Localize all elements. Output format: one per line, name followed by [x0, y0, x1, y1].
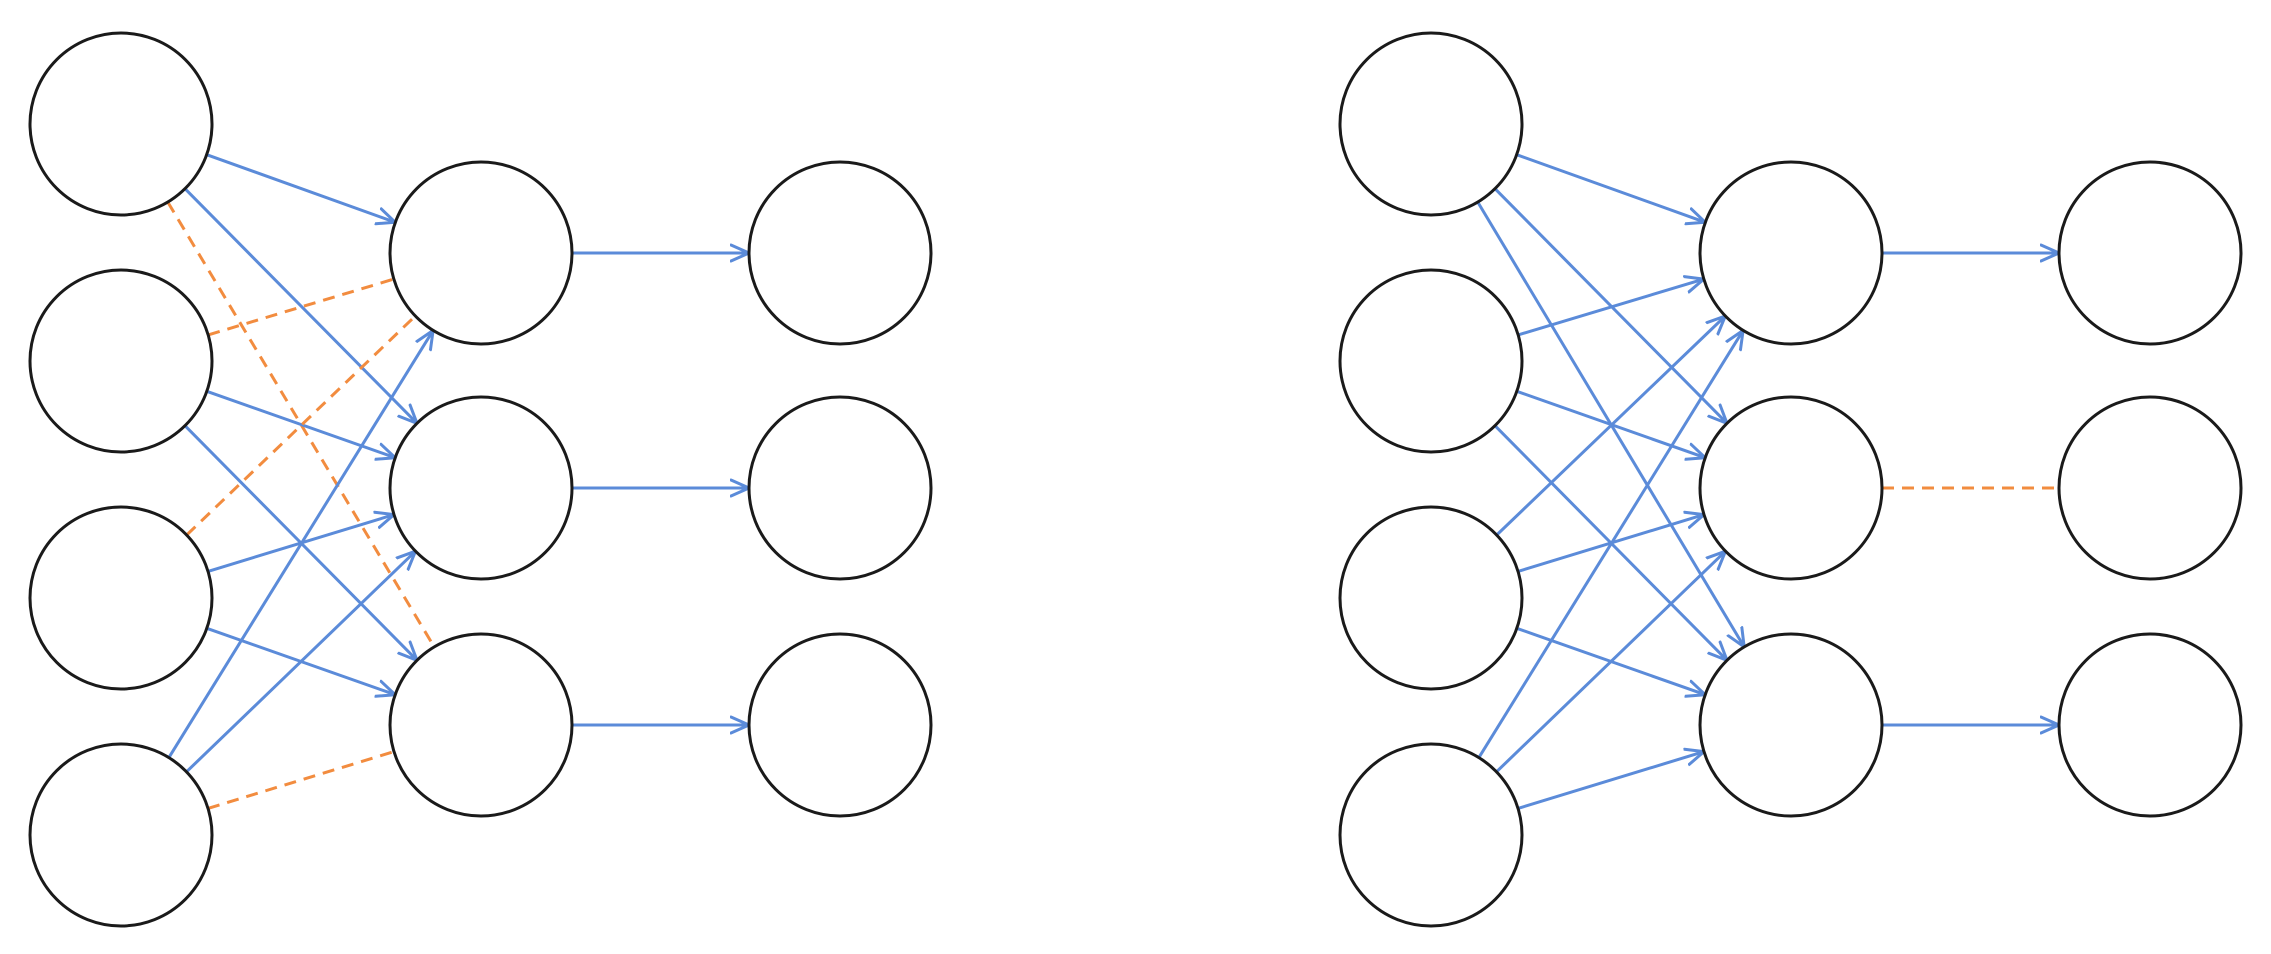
neuron-node [1698, 632, 1884, 818]
neuron-node [2057, 160, 2243, 346]
neuron-node [388, 160, 574, 346]
neuron-node [1698, 160, 1884, 346]
right-network [1338, 31, 2243, 928]
kept-edge-arrow [1516, 153, 1706, 223]
neuron-node [1698, 395, 1884, 581]
neuron-node [2057, 632, 2243, 818]
kept-edge-arrow [1517, 752, 1704, 810]
node-group [28, 31, 933, 928]
neuron-node [747, 160, 933, 346]
kept-edge-arrow [167, 330, 433, 759]
kept-edge-arrow [183, 187, 417, 424]
neuron-node [1338, 742, 1524, 928]
neuron-node [28, 505, 214, 691]
edge-group [166, 153, 749, 810]
neuron-node [28, 742, 214, 928]
dropped-edge [207, 750, 395, 810]
edge-group [1476, 153, 2059, 810]
dropped-edge [185, 314, 417, 537]
dropped-edge [207, 277, 395, 337]
kept-edge-arrow [1495, 316, 1726, 537]
neuron-node [1338, 268, 1524, 454]
node-group [1338, 31, 2243, 928]
kept-edge-arrow [185, 551, 416, 773]
kept-edge-arrow [206, 153, 396, 223]
dropped-edge [166, 201, 436, 648]
neuron-node [747, 395, 933, 581]
kept-edge-arrow [1477, 330, 1743, 759]
left-network [28, 31, 933, 928]
neuron-node [28, 31, 214, 217]
neuron-node [747, 632, 933, 818]
neuron-node [1338, 505, 1524, 691]
neuron-node [2057, 395, 2243, 581]
kept-edge-arrow [1517, 279, 1704, 337]
kept-edge-arrow [206, 389, 395, 457]
neuron-node [388, 395, 574, 581]
neuron-node [1338, 31, 1524, 217]
neuron-node [388, 632, 574, 818]
kept-edge-arrow [1495, 551, 1726, 773]
neuron-node [28, 268, 214, 454]
